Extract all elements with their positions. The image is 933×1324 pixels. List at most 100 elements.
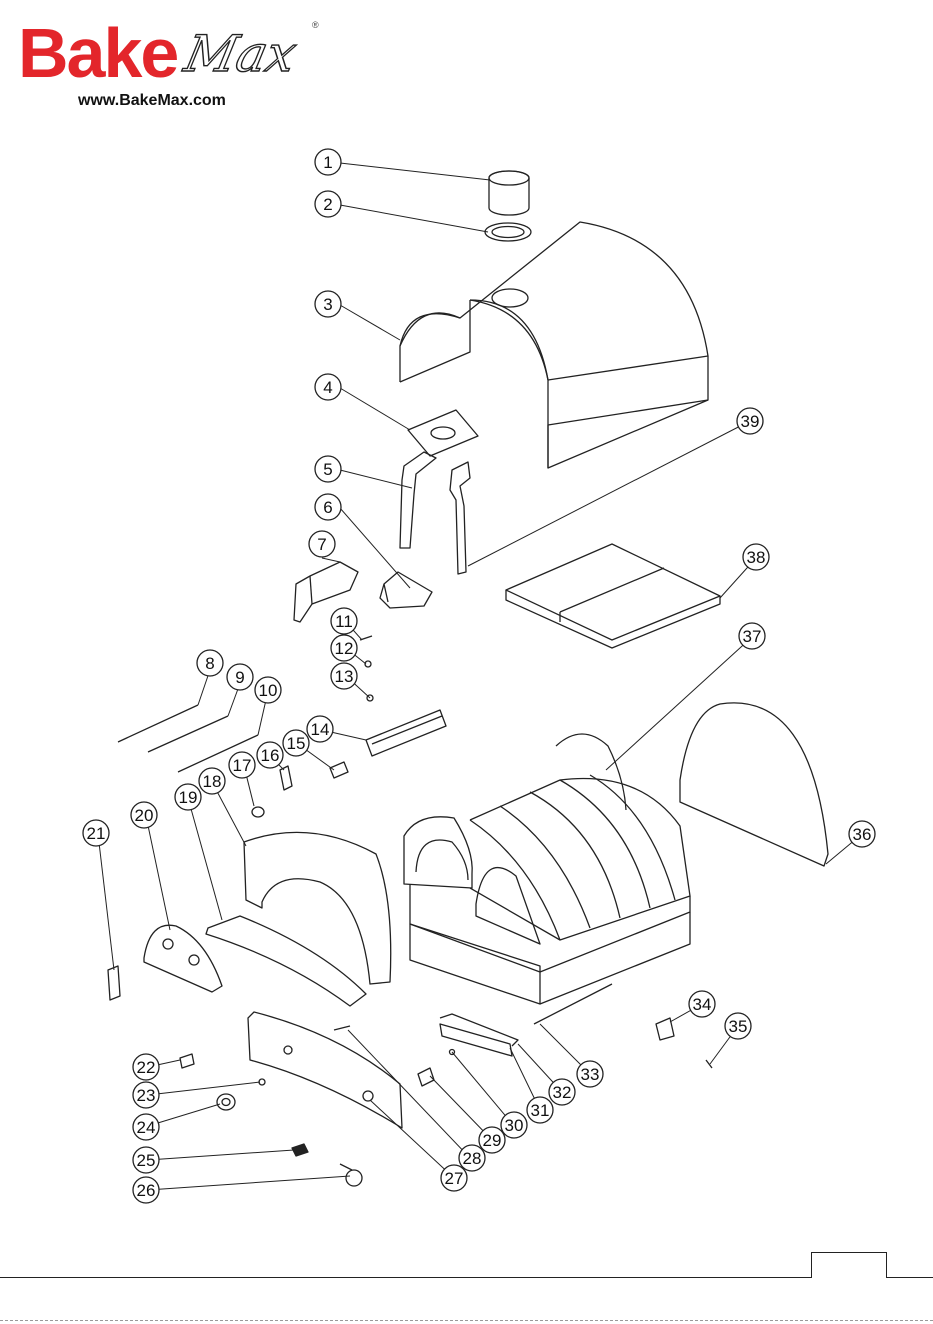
svg-text:16: 16 [261,746,280,765]
callout-3: 3 [315,291,341,317]
svg-text:15: 15 [287,734,306,753]
svg-text:5: 5 [323,460,332,479]
callout-4: 4 [315,374,341,400]
svg-text:22: 22 [137,1058,156,1077]
callout-12: 12 [331,635,357,661]
svg-text:24: 24 [137,1118,156,1137]
part-2-gasket-ring [485,223,531,241]
callout-1: 1 [315,149,341,175]
part-19-hearth-stone [206,916,366,1006]
svg-text:4: 4 [323,378,332,397]
part-24-knob [217,1094,235,1110]
svg-text:38: 38 [747,548,766,567]
callout-19: 19 [175,784,201,810]
callout-34: 34 [689,991,715,1017]
part-31-manifold [440,1024,512,1056]
svg-text:9: 9 [235,668,244,687]
callout-24: 24 [133,1114,159,1140]
svg-text:1: 1 [323,153,332,172]
part-37-oven-body [404,734,690,1004]
svg-text:28: 28 [463,1149,482,1168]
page-number-box [811,1252,887,1278]
svg-text:36: 36 [853,825,872,844]
part-18-front-arch-panel [244,832,391,984]
callout-6: 6 [315,494,341,520]
callout-32: 32 [549,1079,575,1105]
part-22-spacer [180,1054,194,1068]
svg-text:6: 6 [323,498,332,517]
callout-17: 17 [229,752,255,778]
callout-5: 5 [315,456,341,482]
part-16-igniter [280,766,292,790]
part-14-burner-tube [366,710,446,756]
part-32-tube [440,1014,518,1046]
part-33-rod [534,984,612,1024]
callout-36: 36 [849,821,875,847]
callout-23: 23 [133,1082,159,1108]
part-1-chimney-collar [489,171,529,215]
callout-27: 27 [441,1165,467,1191]
svg-text:3: 3 [323,295,332,314]
svg-text:23: 23 [137,1086,156,1105]
part-17-knob [252,807,264,817]
svg-text:32: 32 [553,1083,572,1102]
callout-2: 2 [315,191,341,217]
callout-18: 18 [199,768,225,794]
part-3-dome-cover [400,222,708,468]
callout-35: 35 [725,1013,751,1039]
part-38-stone-deck [506,544,720,648]
part-8-rod [118,705,198,742]
svg-text:7: 7 [317,535,326,554]
svg-text:19: 19 [179,788,198,807]
callout-26: 26 [133,1177,159,1203]
callout-13: 13 [331,663,357,689]
part-5-side-bracket [400,452,436,548]
part-4-flue-plate [408,410,478,456]
callout-15: 15 [283,730,309,756]
svg-text:30: 30 [505,1116,524,1135]
callout-11: 11 [331,608,357,634]
part-6-flue-damper [380,572,432,608]
part-28-thermocouple [334,1026,350,1030]
svg-text:26: 26 [137,1181,156,1200]
callout-29: 29 [479,1127,505,1153]
svg-text:34: 34 [693,995,712,1014]
part-26-caster [340,1164,362,1186]
part-39-side-bracket [450,462,470,574]
callout-25: 25 [133,1147,159,1173]
svg-text:18: 18 [203,772,222,791]
callout-16: 16 [257,742,283,768]
callout-10: 10 [255,677,281,703]
part-36-rear-arch-panel [680,703,828,866]
svg-text:10: 10 [259,681,278,700]
callout-21: 21 [83,820,109,846]
svg-text:39: 39 [741,412,760,431]
svg-text:12: 12 [335,639,354,658]
svg-text:37: 37 [743,627,762,646]
callout-37: 37 [739,623,765,649]
svg-text:35: 35 [729,1017,748,1036]
callout-39: 39 [737,408,763,434]
svg-text:21: 21 [87,824,106,843]
callout-22: 22 [133,1054,159,1080]
svg-text:8: 8 [205,654,214,673]
callout-28: 28 [459,1145,485,1171]
callout-8: 8 [197,650,223,676]
callout-20: 20 [131,802,157,828]
part-15-valve [330,762,348,778]
callout-31: 31 [527,1097,553,1123]
callout-7: 7 [309,531,335,557]
footer-rule [0,1277,933,1278]
callout-33: 33 [577,1061,603,1087]
part-35-screw [706,1060,712,1068]
callout-30: 30 [501,1112,527,1138]
part-27-front-trim-panel [248,1012,402,1128]
callout-14: 14 [307,716,333,742]
svg-text:14: 14 [311,720,330,739]
svg-text:17: 17 [233,756,252,775]
svg-text:2: 2 [323,195,332,214]
part-9-rod [148,716,228,752]
svg-text:11: 11 [335,612,353,631]
